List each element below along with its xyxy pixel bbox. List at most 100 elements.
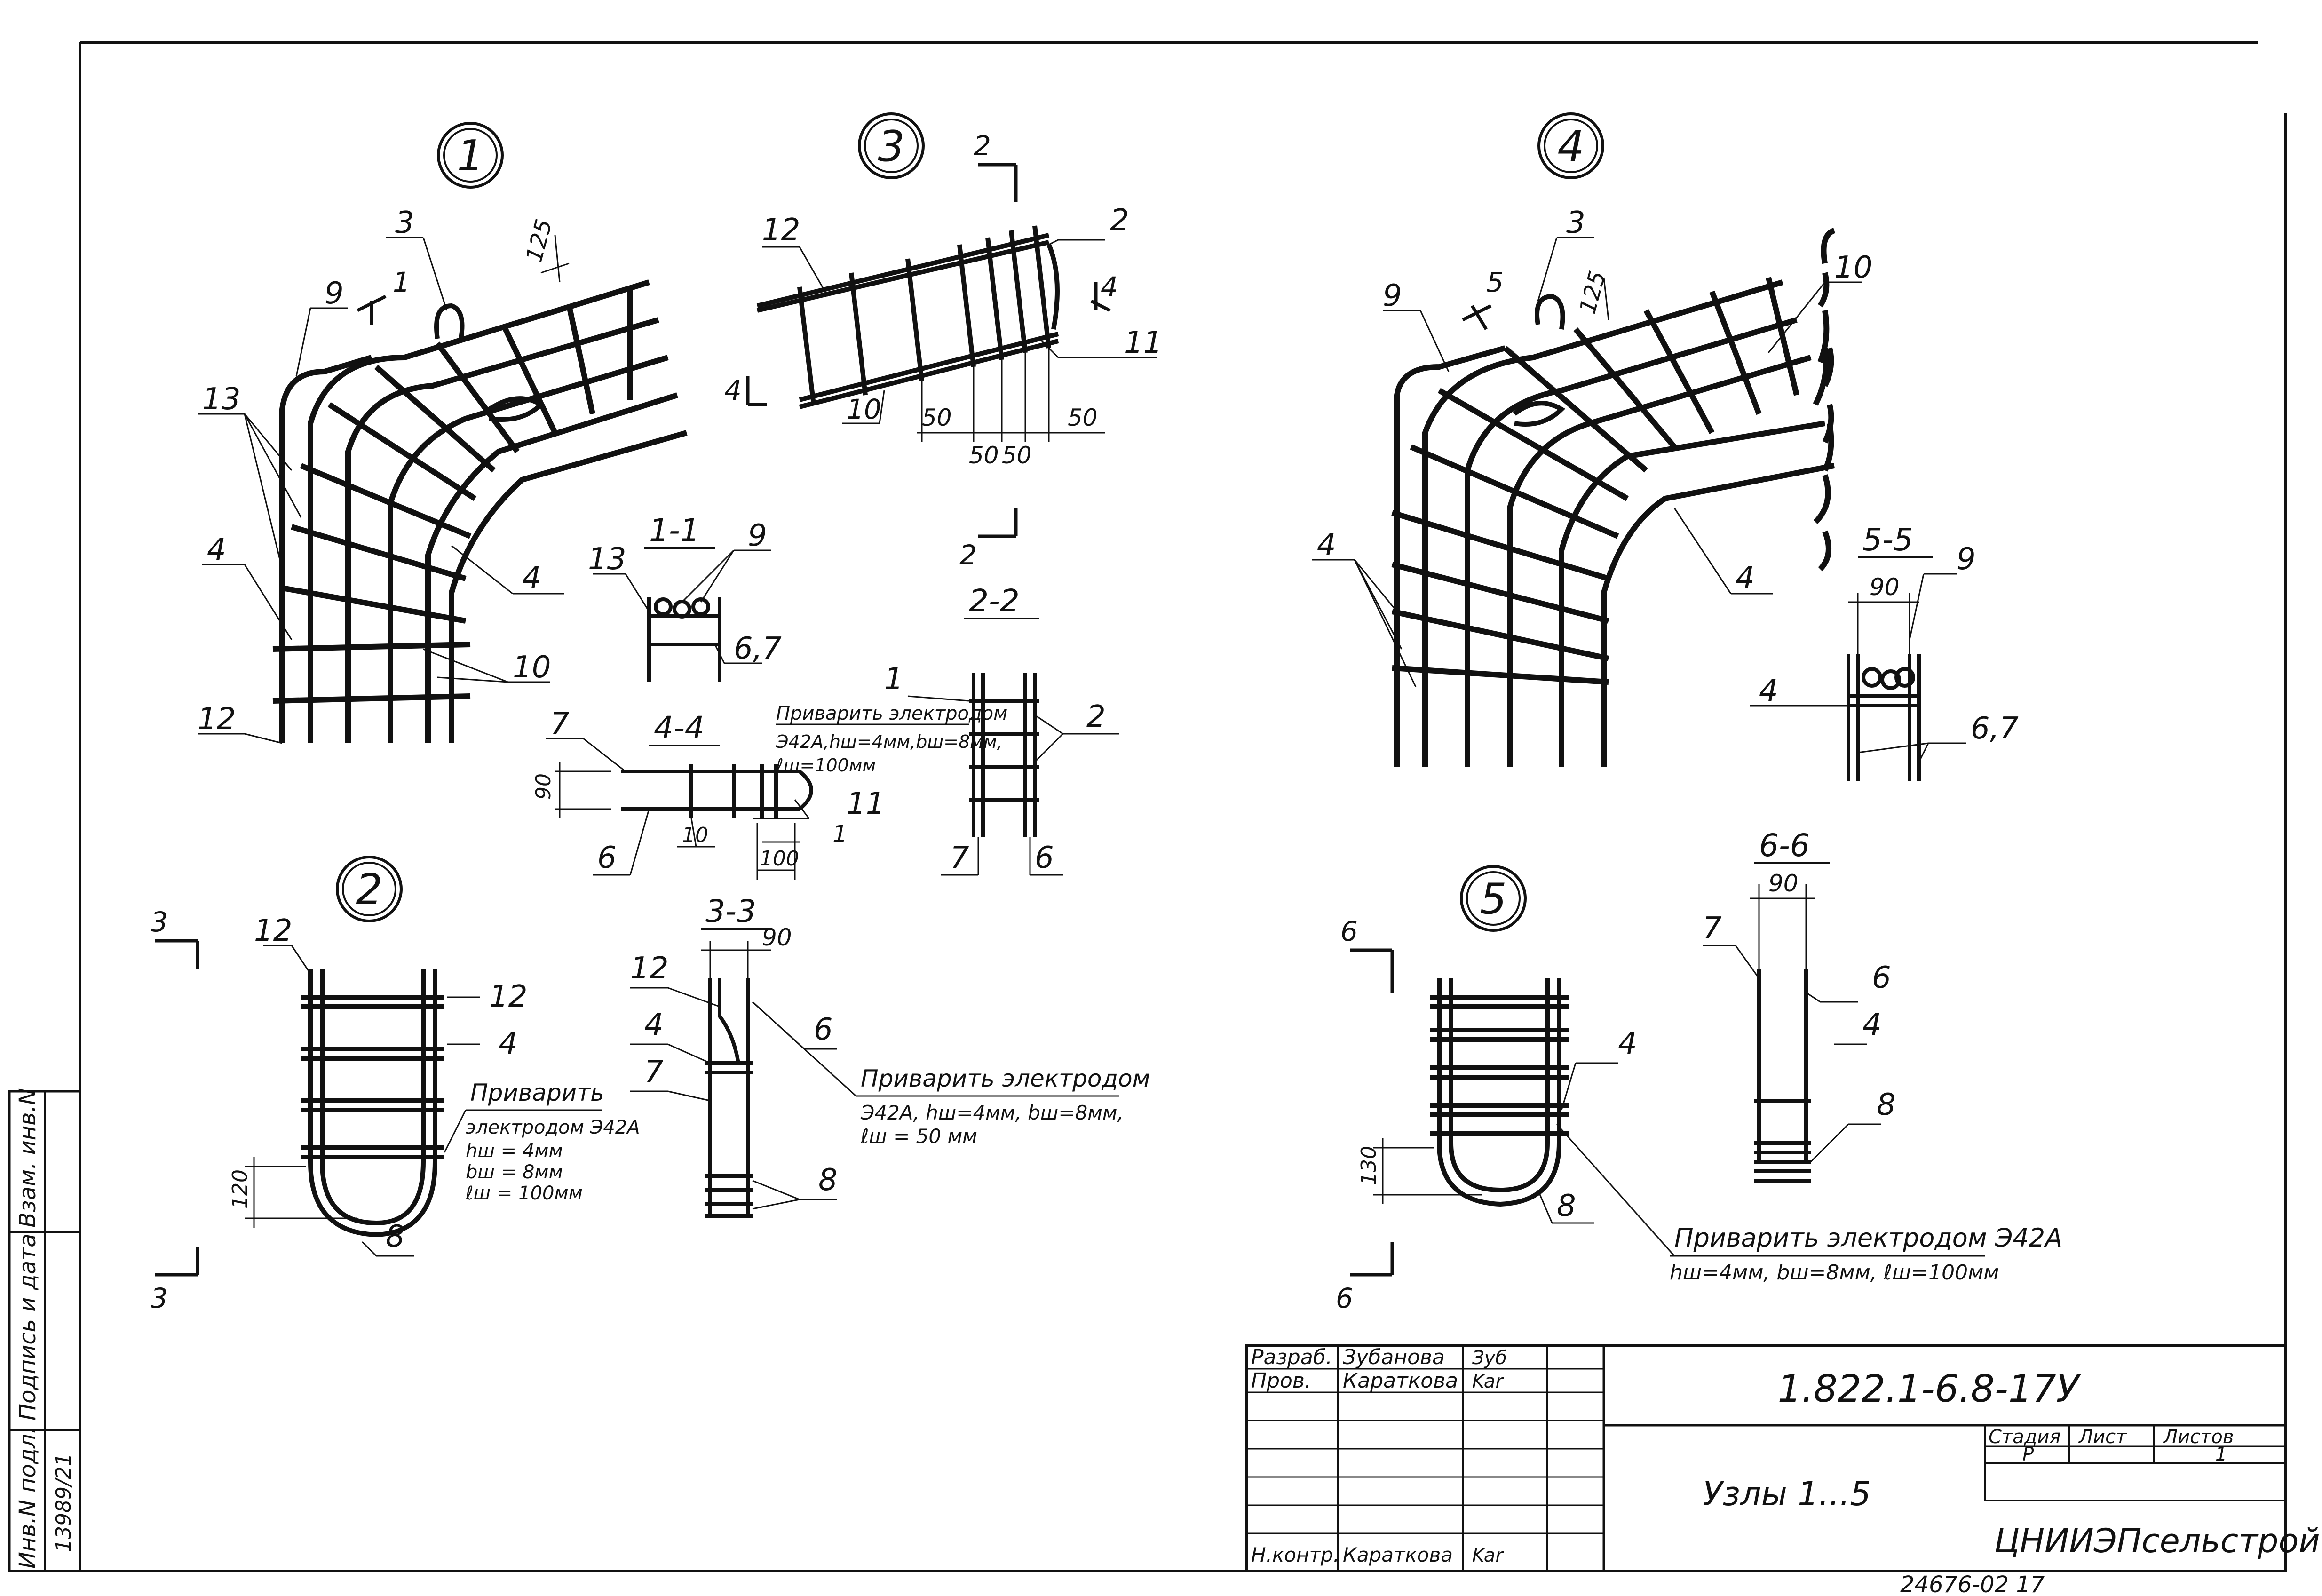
pos-9-node1: 9 [325, 276, 344, 311]
node-4-frame [1391, 228, 1836, 767]
dim-100-s44: 100 [760, 847, 799, 871]
dim-90-s33: 90 [762, 924, 792, 951]
pos-13-s11: 13 [588, 542, 626, 577]
weld-n2-line4: bш = 8мм [466, 1161, 563, 1183]
pos-67-s11: 6,7 [734, 631, 782, 666]
pos-12-s33: 12 [630, 951, 668, 986]
cut-2-top-label: 2 [974, 130, 991, 162]
node-3: 3 50 50 50 50 [724, 112, 1162, 571]
nkontr-name: Караткова [1343, 1543, 1453, 1566]
pos-8-n5: 8 [1557, 1189, 1576, 1223]
node-1-label: 1 [457, 131, 483, 181]
section-1-1-title: 1-1 [649, 512, 700, 548]
section-2-2: 2-2 1 2 7 6 Приварить электродом Э42А,hш… [776, 583, 1119, 876]
cut-mark-1: 1 [357, 266, 410, 325]
node-2-cage [301, 969, 444, 1238]
pos-11-node3: 11 [1124, 326, 1162, 360]
section-3-3: 3-3 90 12 4 7 6 8 Приварить электродом Э… [630, 893, 1150, 1218]
stamp-inv-orig: Инв.N подл. [15, 1427, 41, 1569]
prov-name: Караткова [1343, 1369, 1458, 1393]
weld-n2-line3: hш = 4мм [466, 1140, 563, 1162]
node-5: 5 130 4 8 Приварить электродом Э42А hш=4… [1336, 865, 2062, 1314]
stamp-inv-number: 13989/21 [52, 1453, 76, 1552]
section-3-3-title: 3-3 [705, 893, 756, 929]
pos-10-node1: 10 [513, 650, 551, 685]
cut-2-bottom-label: 2 [959, 539, 977, 571]
dim-90-s66: 90 [1768, 870, 1799, 897]
pos-67-s55: 6,7 [1971, 711, 2019, 746]
pos-6-s33: 6 [814, 1012, 833, 1047]
pos-3-node1: 3 [395, 206, 414, 240]
pos-6-s22: 6 [1035, 841, 1054, 875]
pos-10-s44: 10 [682, 823, 708, 847]
weld-n2-line1: Приварить [470, 1079, 604, 1106]
pos-6-s44: 6 [597, 841, 617, 875]
cut-marks-3: 3 3 [151, 906, 199, 1314]
node-1: 1 125 [198, 122, 688, 744]
section-6-6-title: 6-6 [1759, 827, 1810, 864]
dim-50-a: 50 [922, 404, 952, 431]
footer-code: 24676-02 17 [1900, 1572, 2045, 1596]
prov-signature: Kar [1472, 1371, 1504, 1392]
cut-6-bottom-label: 6 [1336, 1282, 1353, 1314]
sheet-frame [79, 41, 2287, 1572]
dim-90-s55: 90 [1870, 573, 1900, 601]
pos-4-node1-left: 4 [207, 532, 226, 567]
pos-8-n2: 8 [386, 1219, 405, 1254]
node-1-frame [272, 279, 688, 743]
pos-8-s33: 8 [818, 1163, 838, 1198]
pos-4-node4-right: 4 [1736, 561, 1755, 596]
cut-4-left-label: 4 [724, 374, 742, 406]
pos-7-s22: 7 [950, 841, 969, 875]
pos-7-s66: 7 [1703, 911, 1722, 946]
pos-4-s66: 4 [1862, 1008, 1882, 1042]
pos-10-node4: 10 [1834, 250, 1872, 285]
weld-note-node5: Приварить электродом Э42А hш=4мм, bш=8мм… [1670, 1223, 2062, 1285]
cut-6-top-label: 6 [1340, 915, 1358, 947]
sheets-value: 1 [2215, 1444, 2227, 1465]
section-4-4: 4-4 90 100 7 6 10 11 1 [531, 707, 885, 880]
node-3-dims [917, 348, 1105, 442]
node-4-leaders [1312, 237, 1862, 687]
pos-7-s44: 7 [550, 707, 570, 741]
stamp-inv-repl: Взам. инв.N [15, 1088, 41, 1228]
dim-50-c: 50 [1002, 442, 1032, 469]
pos-4-n5: 4 [1618, 1026, 1637, 1061]
weld-n5-line2: hш=4мм, bш=8мм, ℓш=100мм [1670, 1261, 1999, 1285]
weld-note-3-3: Приварить электродом Э42А, hш=4мм, bш=8м… [856, 1065, 1150, 1148]
node-2: 2 120 12 12 4 8 Приварить электродом Э [151, 856, 640, 1314]
nkontr-label: Н.контр. [1251, 1543, 1339, 1566]
pos-4-n2: 4 [499, 1026, 518, 1061]
cut-3-bottom-label: 3 [151, 1282, 168, 1314]
section-2-2-title: 2-2 [969, 583, 1020, 619]
cut-3-top-label: 3 [151, 906, 168, 938]
node-5-label: 5 [1480, 874, 1506, 924]
pos-11-s44: 11 [847, 786, 885, 821]
pos-2-node3: 2 [1110, 203, 1129, 238]
pos-10-node3: 10 [847, 393, 881, 425]
section-4-4-title: 4-4 [654, 710, 705, 746]
pos-4-s55: 4 [1759, 674, 1778, 708]
weld-n2-line2: электродом Э42А [466, 1117, 640, 1138]
pos-9-s11: 9 [748, 518, 767, 553]
nkontr-signature: Kar [1472, 1545, 1504, 1566]
dim-130-n5: 130 [1357, 1146, 1381, 1185]
organization: ЦНИИЭПсельстрой [1994, 1522, 2320, 1560]
stage-label: Стадия [1989, 1426, 2060, 1448]
pos-12-node3: 12 [762, 213, 800, 247]
title-block: Разраб. Зубанова Зуб Пров. Караткова Kar… [1245, 1344, 2320, 1572]
dim-90-s44: 90 [531, 773, 555, 800]
cut-4-right-label: 4 [1101, 271, 1118, 303]
node-3-label: 3 [878, 122, 904, 171]
weld-note-node2: Приварить электродом Э42А hш = 4мм bш = … [465, 1079, 640, 1204]
dim-50-d: 50 [1068, 404, 1098, 431]
pos-1-s44: 1 [832, 820, 848, 848]
drawing-title: Узлы 1...5 [1703, 1475, 1871, 1513]
pos-6-s66: 6 [1872, 961, 1891, 995]
weld-s33-line3: ℓш = 50 мм [860, 1125, 977, 1148]
dim-50-b: 50 [969, 442, 999, 469]
weld-s33-line2: Э42А, hш=4мм, bш=8мм, [860, 1101, 1124, 1124]
cut-1-label: 1 [393, 266, 410, 298]
cut-marks-2-and-4: 2 2 4 4 [724, 130, 1118, 571]
side-stamp: Взам. инв.N Подпись и дата Инв.N подл. 1… [8, 1088, 81, 1572]
